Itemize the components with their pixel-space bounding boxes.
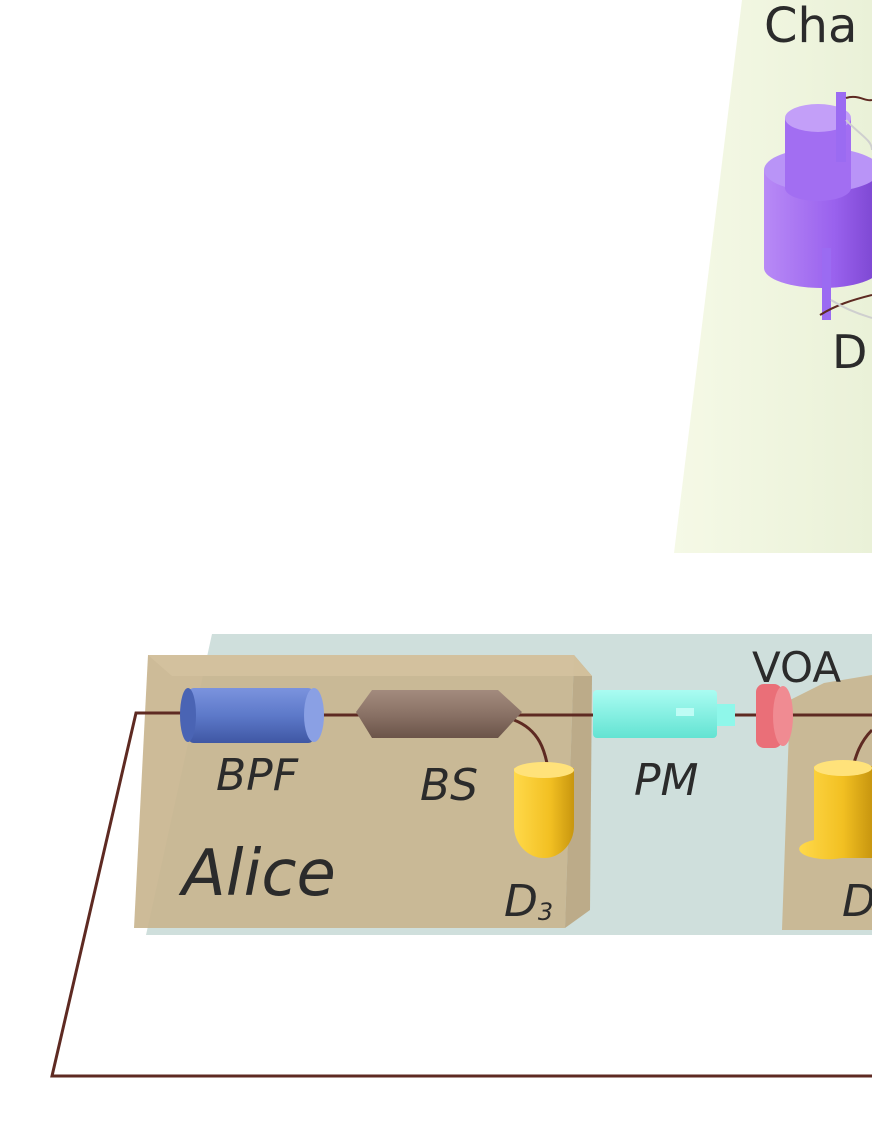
alice-box-edge xyxy=(565,655,592,928)
alice-label: Alice xyxy=(178,837,336,911)
bpf-label: BPF xyxy=(216,750,299,801)
channel-label: Cha xyxy=(764,0,857,54)
bpf-icon xyxy=(180,688,324,743)
voa-icon xyxy=(756,684,793,748)
right-detector-icon xyxy=(799,760,872,860)
channel-detector-label: D xyxy=(832,325,867,379)
fiber-outer-loop xyxy=(50,711,872,1078)
pm-icon xyxy=(593,690,735,738)
voa-label: VOA xyxy=(752,643,841,692)
purple-cylinder-icon xyxy=(764,104,872,288)
pm-label: PM xyxy=(634,755,699,806)
right-detector-label: D xyxy=(842,876,872,927)
bs-icon xyxy=(356,690,522,738)
alice-detector-label: D3 xyxy=(504,876,553,927)
channel-panel: Cha D xyxy=(674,0,872,553)
alice-box-top xyxy=(148,655,592,676)
alice-detector-icon xyxy=(514,762,574,858)
bs-label: BS xyxy=(420,760,478,811)
